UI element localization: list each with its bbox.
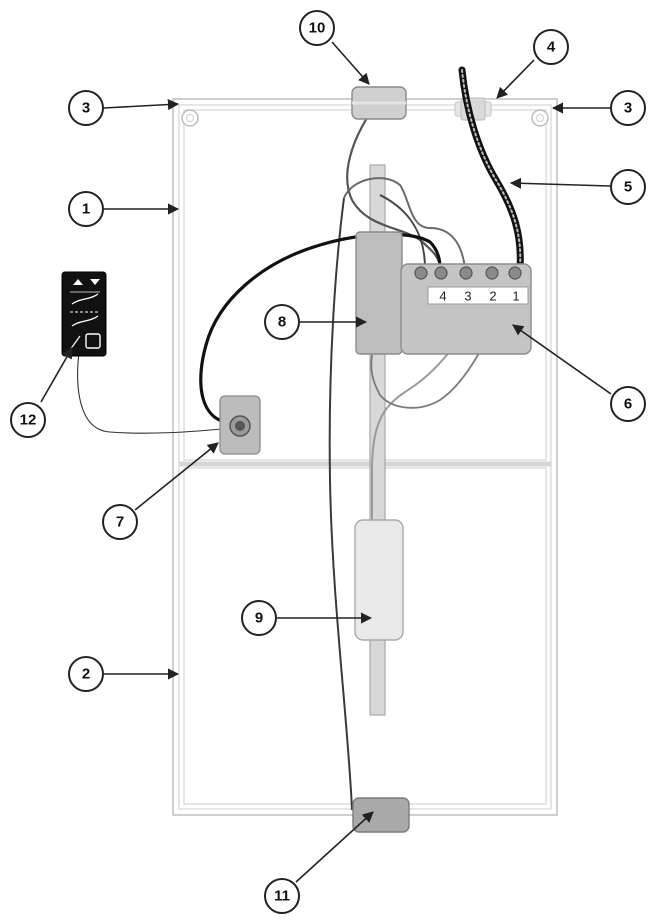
callout-7: 7 xyxy=(102,504,138,540)
callout-1: 1 xyxy=(68,191,104,227)
callout-label: 8 xyxy=(278,314,286,331)
callout-label: 5 xyxy=(624,179,632,196)
callout-8: 8 xyxy=(264,304,300,340)
callout-4: 4 xyxy=(533,29,569,65)
callout-label: 3 xyxy=(82,100,90,117)
remote-keypad xyxy=(61,271,107,357)
leader-arrows xyxy=(40,41,612,883)
callout-9: 9 xyxy=(241,600,277,636)
arrow-down-icon xyxy=(90,279,100,285)
top-hinge-transfer xyxy=(351,86,407,120)
callout-10: 10 xyxy=(299,10,335,46)
terminal-label-3: 3 xyxy=(464,289,471,304)
hinge-hole-right xyxy=(531,109,549,127)
callout-label: 11 xyxy=(274,888,290,905)
lock-body xyxy=(354,519,404,641)
callout-12: 12 xyxy=(10,402,46,438)
callout-label: 2 xyxy=(82,666,90,683)
callout-label: 7 xyxy=(116,514,124,531)
callout-label: 12 xyxy=(20,412,37,429)
callout-2: 2 xyxy=(68,656,104,692)
terminal-label-4: 4 xyxy=(439,289,446,304)
callout-5: 5 xyxy=(610,169,646,205)
terminal-block xyxy=(400,263,532,355)
bottom-hinge-transfer xyxy=(352,797,410,833)
callout-3-right: 3 xyxy=(610,90,646,126)
terminal-labels: 4 3 2 1 xyxy=(439,289,519,304)
callout-label: 3 xyxy=(624,100,632,117)
callout-label: 6 xyxy=(624,396,632,413)
door-frame xyxy=(172,98,558,816)
callout-3-left: 3 xyxy=(68,90,104,126)
callout-label: 10 xyxy=(309,20,326,37)
wires xyxy=(77,66,524,811)
arrow-up-icon xyxy=(73,279,83,285)
callout-6: 6 xyxy=(610,386,646,422)
terminal-label-1: 1 xyxy=(512,289,519,304)
callout-label: 1 xyxy=(82,201,90,218)
controller-box xyxy=(355,231,403,355)
callout-11: 11 xyxy=(264,878,300,914)
sensor-unit xyxy=(219,395,261,455)
terminal-label-2: 2 xyxy=(489,289,496,304)
hinge-hole-left xyxy=(181,109,199,127)
callout-label: 4 xyxy=(547,39,556,56)
callout-label: 9 xyxy=(255,610,263,627)
